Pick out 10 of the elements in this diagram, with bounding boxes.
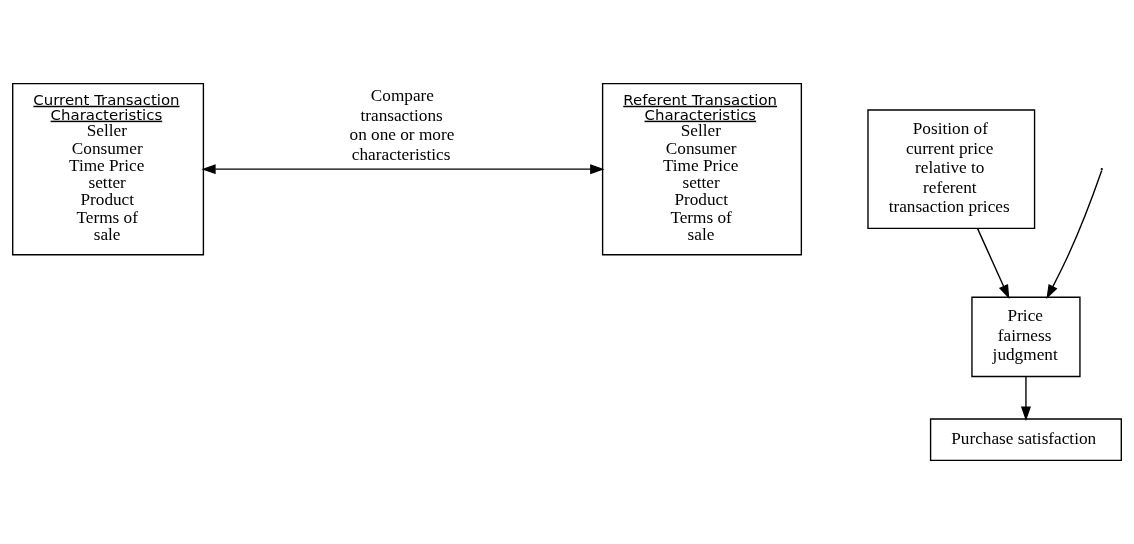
arrow	[976, 227, 1010, 299]
node-box: Position of current price relative to referent transaction prices	[867, 109, 1036, 230]
node-box: Current Transaction Characteristics Seller Consumer Time Price setter Product Terms of sale	[12, 82, 205, 256]
node-box: Referent Transaction Characteristics Seller Consumer Time Price setter Product Terms of sale	[601, 82, 803, 256]
edge-label: Compare transactions on one or more characteristics	[349, 86, 455, 164]
node-box: Price fairness judgment	[971, 296, 1081, 378]
arrow	[201, 164, 605, 175]
node-box: Purchase satisfaction	[929, 418, 1122, 462]
arrow	[1020, 375, 1031, 421]
arrow	[1046, 169, 1103, 299]
